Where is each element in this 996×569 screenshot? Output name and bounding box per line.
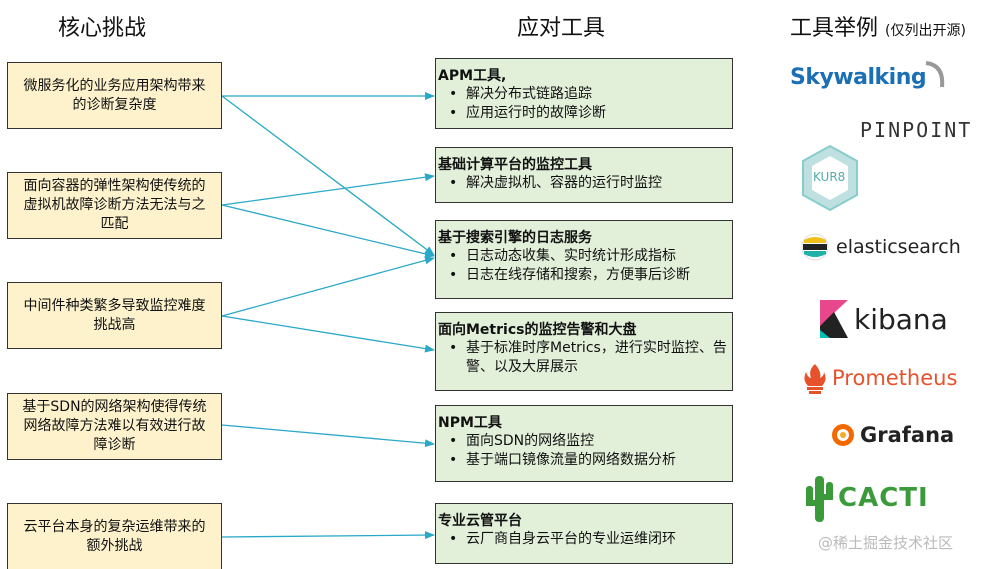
examples-header: 工具举例 (仅列出开源) [790,10,966,42]
tool-bullet: 解决分布式链路追踪 [438,85,730,104]
cacti-logo-text: CACTI [838,483,929,513]
elasticsearch-logo-text: elasticsearch [836,236,961,258]
challenge-3-line-2: 挑战高 [93,316,136,333]
pinpoint-logo-text: PINPOINT [860,118,973,142]
tool-title-npm: NPM工具 [438,415,502,431]
prometheus-logo: Prometheus [802,362,957,394]
challenge-box-2: 面向容器的弹性架构使传统的 虚拟机故障诊断方法无法与之 匹配 [7,172,222,239]
cacti-logo: CACTI [804,472,929,524]
tool-bullets-compute-monitoring: 解决虚拟机、容器的运行时监控 [438,174,730,193]
challenge-2-line-2: 虚拟机故障诊断方法无法与之 [23,197,206,213]
arrow-c1-t3 [221,95,435,256]
challenge-4-line-1: 基于SDN的网络架构使得传统 [22,399,207,415]
tool-box-apm: APM工具, 解决分布式链路追踪 应用运行时的故障诊断 [435,58,733,129]
kur8-logo: KUR8 [800,144,860,212]
challenge-text-4: 基于SDN的网络架构使得传统 网络故障方法难以有效进行故 障诊断 [22,398,206,455]
tool-title-metrics: 面向Metrics的监控告警和大盘 [438,322,637,338]
challenge-box-1: 微服务化的业务应用架构带来 的诊断复杂度 [7,62,222,129]
tool-box-npm: NPM工具 面向SDN的网络监控 基于端口镜像流量的网络数据分析 [435,405,733,482]
kur8-logo-text: KUR8 [813,170,846,184]
tool-bullets-npm: 面向SDN的网络监控 基于端口镜像流量的网络数据分析 [438,432,730,470]
watermark: @稀土掘金技术社区 [818,534,954,552]
tool-box-cloud-mgmt: 专业云管平台 云厂商自身云平台的专业运维闭环 [435,503,733,564]
arrow-c2-t2 [221,173,435,206]
examples-header-title: 工具举例 [790,16,879,41]
grafana-logo: Grafana [830,420,954,450]
cactus-icon [806,476,833,522]
tool-box-compute-monitoring: 基础计算平台的监控工具 解决虚拟机、容器的运行时监控 [435,147,733,203]
challenge-text-5: 云平台本身的复杂运维带来的 额外挑战 [24,518,206,556]
challenge-5-line-1: 云平台本身的复杂运维带来的 [23,518,206,535]
challenge-4-line-2: 网络故障方法难以有效进行故 [23,418,206,434]
prometheus-logo-text: Prometheus [832,366,958,390]
tool-bullets-cloud-mgmt: 云厂商自身云平台的专业运维闭环 [438,530,730,549]
elasticsearch-logo: elasticsearch [800,232,961,262]
challenge-box-5: 云平台本身的复杂运维带来的 额外挑战 [7,503,222,569]
skywalking-swoosh-icon [925,60,945,87]
challenge-text-2: 面向容器的弹性架构使传统的 虚拟机故障诊断方法无法与之 匹配 [24,177,206,234]
challenge-4-line-3: 障诊断 [93,437,136,453]
tool-bullet: 基于标准时序Metrics，进行实时监控、告警、以及大屏展示 [438,339,730,377]
tool-bullet: 应用运行时的故障诊断 [438,104,730,123]
skywalking-logo-text: Skywalking [790,65,927,90]
challenge-text-3: 中间件种类繁多导致监控难度 挑战高 [24,297,206,335]
challenges-header: 核心挑战 [58,16,147,41]
challenge-2-line-1: 面向容器的弹性架构使传统的 [23,178,206,194]
tool-title-apm: APM工具, [438,68,507,84]
tool-bullet: 日志在线存储和搜索，方便事后诊断 [438,266,730,285]
tool-title-cloud-mgmt: 专业云管平台 [438,513,522,529]
arrow-c3-t3 [221,256,435,317]
prometheus-flame-icon [804,364,826,394]
tool-title-log-service: 基于搜索引擎的日志服务 [438,230,592,246]
tool-bullet: 日志动态收集、实时统计形成指标 [438,247,730,266]
kibana-icon [820,300,848,338]
challenge-box-3: 中间件种类繁多导致监控难度 挑战高 [7,282,222,349]
elasticsearch-icon [801,233,829,261]
tool-box-log-service: 基于搜索引擎的日志服务 日志动态收集、实时统计形成指标 日志在线存储和搜索，方便… [435,220,733,299]
tool-bullet: 面向SDN的网络监控 [438,432,730,451]
challenge-text-1: 微服务化的业务应用架构带来 的诊断复杂度 [24,77,206,115]
examples-header-note: (仅列出开源) [885,23,966,39]
tools-header: 应对工具 [517,16,606,41]
tool-box-metrics: 面向Metrics的监控告警和大盘 基于标准时序Metrics，进行实时监控、告… [435,312,733,391]
challenge-5-line-2: 额外挑战 [86,537,143,554]
tool-bullets-metrics: 基于标准时序Metrics，进行实时监控、告警、以及大屏展示 [438,339,730,377]
arrow-c2-t3 [221,204,435,258]
tool-bullet: 云厂商自身云平台的专业运维闭环 [438,530,730,549]
tool-bullets-log-service: 日志动态收集、实时统计形成指标 日志在线存储和搜索，方便事后诊断 [438,247,730,285]
challenge-1-line-1: 微服务化的业务应用架构带来 [23,77,206,94]
tool-title-compute-monitoring: 基础计算平台的监控工具 [438,157,592,173]
arrow-c5-t6 [221,531,435,540]
tool-bullet: 解决虚拟机、容器的运行时监控 [438,174,730,193]
arrow-c4-t5 [221,424,435,448]
tool-bullets-apm: 解决分布式链路追踪 应用运行时的故障诊断 [438,85,730,123]
skywalking-logo: Skywalking [790,60,948,90]
challenge-2-line-3: 匹配 [100,216,129,232]
grafana-logo-text: Grafana [860,423,955,447]
kibana-logo: kibana [820,300,948,338]
grafana-gear-icon [832,424,854,446]
challenge-1-line-2: 的诊断复杂度 [72,96,157,113]
challenge-3-line-1: 中间件种类繁多导致监控难度 [23,297,206,314]
arrow-c3-t4 [221,315,435,353]
kibana-logo-text: kibana [854,302,948,336]
challenge-box-4: 基于SDN的网络架构使得传统 网络故障方法难以有效进行故 障诊断 [7,393,222,460]
tool-bullet: 基于端口镜像流量的网络数据分析 [438,451,730,470]
pinpoint-logo: PINPOINT [860,118,972,142]
hexagon-icon [802,144,858,212]
